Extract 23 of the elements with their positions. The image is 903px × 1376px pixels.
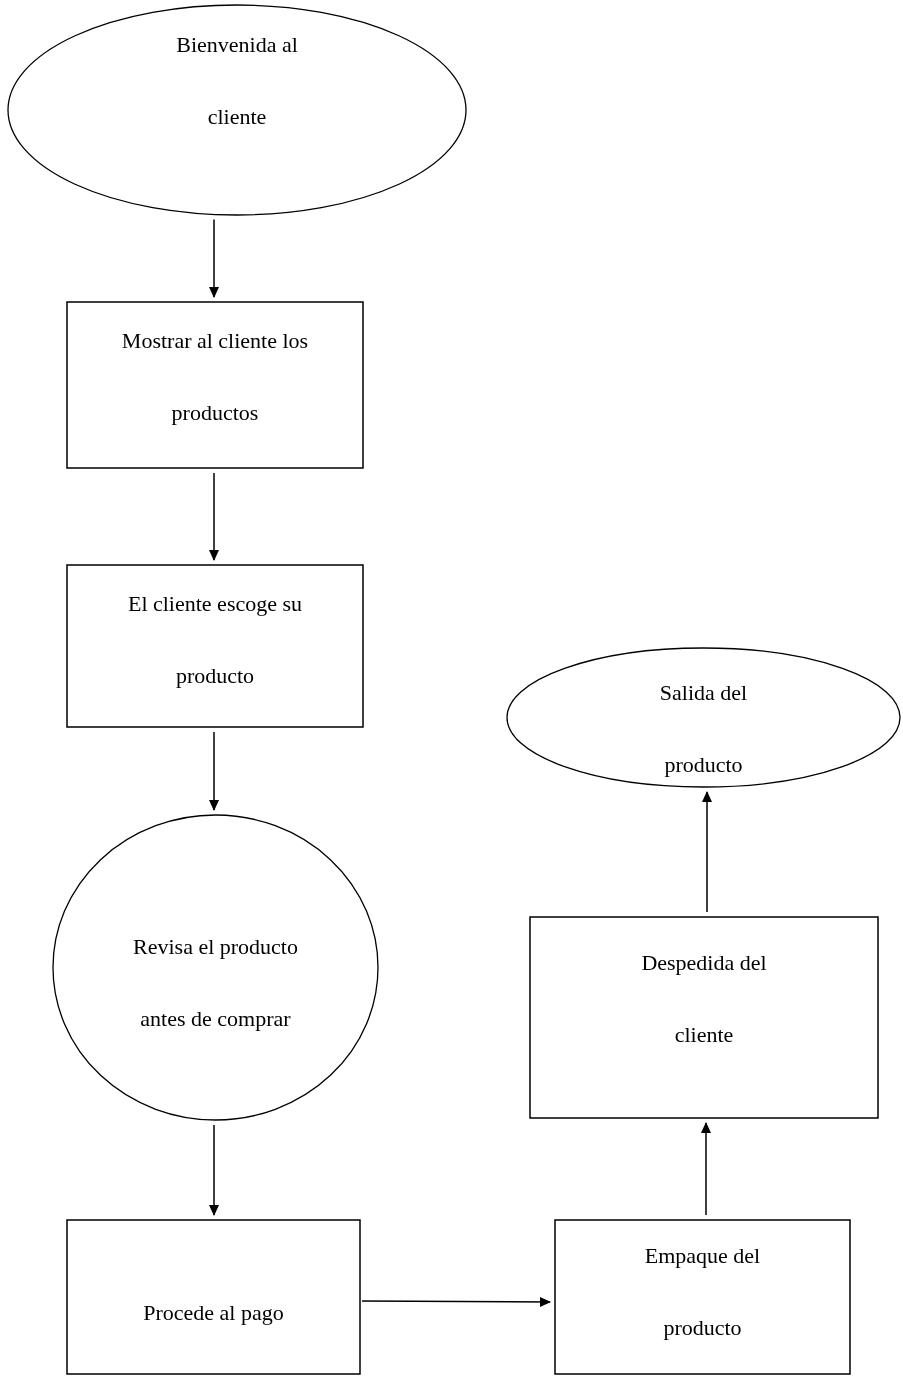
arrow xyxy=(702,791,712,913)
process-box xyxy=(66,564,364,728)
node-label: Empaque del producto xyxy=(643,1242,762,1342)
arrow xyxy=(361,1296,551,1307)
process-box xyxy=(66,1219,361,1375)
arrow xyxy=(209,731,219,811)
terminal-ellipse xyxy=(7,4,467,216)
process-box xyxy=(554,1219,851,1375)
node-label: Bienvenida al cliente xyxy=(175,31,299,131)
node-label: Revisa el producto antes de comprar xyxy=(133,933,298,1033)
arrow xyxy=(209,1124,219,1216)
node-label: Procede al pago xyxy=(143,1299,284,1327)
arrow xyxy=(209,218,219,298)
node-label: El cliente escoge su producto xyxy=(126,590,304,690)
arrow xyxy=(209,472,219,561)
arrow xyxy=(701,1122,711,1216)
node-label: Salida del producto xyxy=(658,679,749,779)
process-box xyxy=(529,916,879,1119)
process-circle xyxy=(52,814,379,1121)
process-box xyxy=(66,301,364,469)
node-label: Despedida del cliente xyxy=(640,949,768,1049)
terminal-ellipse xyxy=(506,647,901,788)
node-label: Mostrar al cliente los productos xyxy=(120,327,310,427)
